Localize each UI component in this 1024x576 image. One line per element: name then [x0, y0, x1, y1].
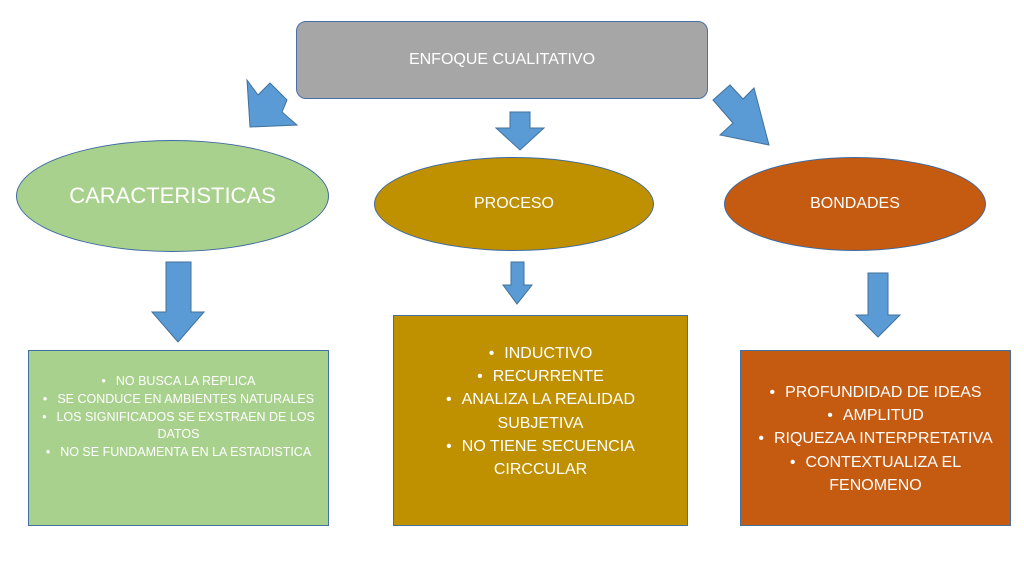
proceso-list: •INDUCTIVO •RECURRENTE •ANALIZA LA REALI…	[406, 342, 675, 481]
list-item: •INDUCTIVO	[488, 345, 593, 362]
arrow-proceso-to-box	[502, 261, 534, 305]
list-item: •AMPLITUD	[827, 407, 924, 425]
bondades-label: BONDADES	[810, 195, 900, 212]
list-item: •RIQUEZAA INTERPRETATIVA	[758, 430, 993, 448]
bullet-icon: •	[789, 453, 796, 471]
proceso-label: PROCESO	[473, 195, 554, 212]
bullet-icon: •	[101, 374, 106, 388]
bullet-icon: •	[769, 384, 776, 401]
bondades-list: •PROFUNDIDAD DE IDEAS •AMPLITUD •RIQUEZA…	[749, 381, 1002, 497]
arrow-bondades-to-box	[854, 272, 902, 338]
list-item: •LOS SIGNIFICADOS SE EXSTRAEN DE LOS DAT…	[42, 409, 315, 442]
title-label: ENFOQUE CUALITATIVO	[408, 51, 596, 68]
bondades-box: •PROFUNDIDAD DE IDEAS •AMPLITUD •RIQUEZA…	[740, 350, 1011, 526]
bullet-icon: •	[42, 409, 47, 424]
list-item: •NO SE FUNDAMENTA EN LA ESTADISTICA	[45, 445, 312, 459]
proceso-box: •INDUCTIVO •RECURRENTE •ANALIZA LA REALI…	[393, 315, 688, 526]
list-item: •RECURRENTE	[477, 368, 604, 386]
caracteristicas-label: CARACTERISTICAS	[69, 183, 276, 208]
arrow-title-to-caracteristicas	[246, 78, 299, 128]
proceso-ellipse: PROCESO	[374, 157, 654, 251]
bullet-icon: •	[827, 407, 833, 425]
list-item: •NO BUSCA LA REPLICA	[101, 374, 256, 388]
title-box: ENFOQUE CUALITATIVO	[296, 21, 708, 99]
list-item: •ANALIZA LA REALIDAD SUBJETIVA	[445, 391, 635, 432]
arrow-caracteristicas-to-box	[150, 261, 206, 343]
bullet-icon: •	[45, 445, 51, 459]
bullet-icon: •	[445, 391, 452, 409]
bullet-icon: •	[477, 368, 483, 386]
caracteristicas-ellipse: CARACTERISTICAS	[16, 140, 329, 252]
bullet-icon: •	[758, 430, 764, 448]
list-item: •NO TIENE SECUENCIA CIRCCULAR	[446, 437, 635, 478]
caracteristicas-box: •NO BUSCA LA REPLICA •SE CONDUCE EN AMBI…	[28, 350, 329, 526]
bullet-icon: •	[488, 345, 495, 362]
bullet-icon: •	[42, 391, 48, 406]
bondades-ellipse: BONDADES	[724, 157, 986, 251]
list-item: •CONTEXTUALIZA EL FENOMENO	[789, 453, 962, 494]
list-item: •SE CONDUCE EN AMBIENTES NATURALES	[42, 391, 315, 406]
list-item: •PROFUNDIDAD DE IDEAS	[769, 384, 982, 401]
arrow-title-to-bondades	[712, 84, 770, 146]
arrow-title-to-proceso	[494, 111, 546, 151]
bullet-icon: •	[446, 437, 452, 455]
caracteristicas-list: •NO BUSCA LA REPLICA •SE CONDUCE EN AMBI…	[39, 373, 318, 462]
